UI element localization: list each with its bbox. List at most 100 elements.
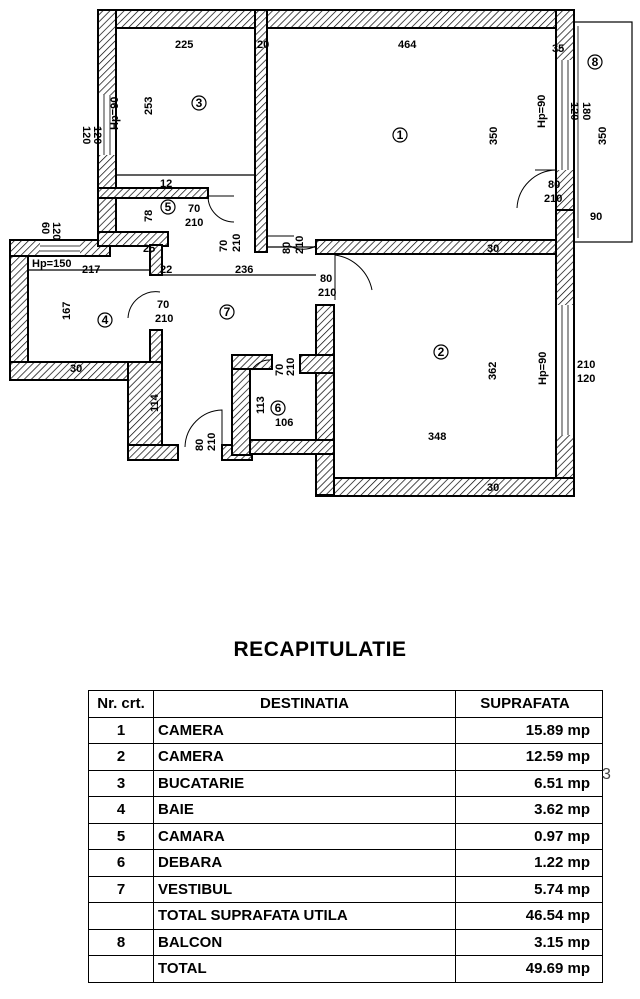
hp-90-room2: Hp=90 (537, 352, 549, 385)
row-destinatia: TOTAL SUPRAFATA UTILA (153, 902, 456, 930)
dim-210-room1: 210 (544, 193, 562, 205)
row-destinatia: BAIE (153, 796, 456, 824)
wall-debara-bottom (249, 439, 335, 455)
dim-180: 180 (580, 102, 592, 120)
dim-167: 167 (61, 302, 73, 320)
table-row: 1 CAMERA 15.89 mp (88, 716, 603, 744)
room-marker-4: 4 (97, 312, 113, 328)
table-row: 7 VESTIBUL 5.74 mp (88, 875, 603, 903)
dim-35: 35 (552, 43, 564, 55)
row-destinatia: TOTAL (153, 955, 456, 983)
room-marker-3: 3 (191, 95, 207, 111)
table-row: 2 CAMERA 12.59 mp (88, 743, 603, 771)
row-nr: 1 (88, 716, 154, 744)
dim-60: 60 (39, 222, 51, 234)
row-destinatia: BUCATARIE (153, 769, 456, 797)
row-nr: 7 (88, 875, 154, 903)
dim-30-bottom: 30 (487, 482, 499, 494)
dim-25: 25 (143, 243, 155, 255)
row-suprafata: 46.54 mp (455, 902, 603, 930)
svg-text:3: 3 (196, 96, 203, 110)
dim-210-camara: 210 (185, 217, 203, 229)
dim-80-room1-door: 80 (281, 242, 293, 254)
dim-12: 12 (160, 178, 172, 190)
svg-text:6: 6 (275, 401, 282, 415)
wall-corridor-bottom-left (127, 444, 179, 461)
row-suprafata: 0.97 mp (455, 822, 603, 850)
wall-debara-top-right (299, 354, 335, 374)
room-marker-1: 1 (392, 127, 408, 143)
row-suprafata: 3.62 mp (455, 796, 603, 824)
svg-text:2: 2 (438, 345, 445, 359)
dim-80-room2-door: 80 (320, 273, 332, 285)
room-marker-6: 6 (270, 400, 286, 416)
wall-bath-bottom (9, 361, 129, 381)
dim-210-kitchen-door: 210 (231, 234, 243, 252)
table-row: 6 DEBARA 1.22 mp (88, 849, 603, 877)
dim-362: 362 (487, 362, 499, 380)
dim-114: 114 (149, 393, 161, 412)
windows (40, 60, 573, 435)
dim-30-bath: 30 (70, 363, 82, 375)
dim-225: 225 (175, 39, 193, 51)
table-row: 5 CAMARA 0.97 mp (88, 822, 603, 850)
row-nr: 2 (88, 743, 154, 771)
dim-210-room1-door: 210 (294, 236, 306, 254)
dim-210-bath: 210 (155, 313, 173, 325)
dim-210-room2-window: 210 (577, 359, 595, 371)
svg-text:4: 4 (102, 313, 109, 327)
dim-210-entry: 210 (206, 433, 218, 451)
row-suprafata: 6.51 mp (455, 769, 603, 797)
row-destinatia: VESTIBUL (153, 875, 456, 903)
svg-text:1: 1 (397, 128, 404, 142)
dim-253: 253 (143, 97, 155, 115)
dim-464: 464 (398, 39, 417, 51)
row-nr: 5 (88, 822, 154, 850)
header-nr: Nr. crt. (88, 690, 154, 718)
dim-120-a: 120 (91, 126, 103, 144)
wall-room2-left (315, 304, 335, 496)
row-nr (88, 902, 154, 930)
wall-top (97, 9, 575, 29)
dim-120-b: 120 (80, 126, 92, 144)
row-suprafata: 15.89 mp (455, 716, 603, 744)
dimension-labels: 225 20 464 35 120 120 Hp=90 253 350 Hp=9… (32, 39, 609, 494)
dim-70-debara: 70 (274, 364, 286, 376)
row-destinatia: CAMARA (153, 822, 456, 850)
row-nr: 8 (88, 928, 154, 956)
room-marker-8: 8 (587, 54, 603, 70)
summary-table: Nr. crt. DESTINATIA SUPRAFATA 1 CAMERA 1… (88, 690, 603, 983)
table-row: 4 BAIE 3.62 mp (88, 796, 603, 824)
floor-plan: 225 20 464 35 120 120 Hp=90 253 350 Hp=9… (9, 9, 633, 497)
dim-113: 113 (255, 396, 267, 414)
room-markers: 1 2 3 4 5 6 7 8 (97, 54, 603, 416)
table-row: 3 BUCATARIE 6.51 mp (88, 769, 603, 797)
dim-78: 78 (143, 210, 155, 222)
wall-room1-room2 (315, 239, 575, 255)
dim-236: 236 (235, 264, 253, 276)
hp-90-kitchen: Hp=90 (109, 97, 121, 130)
dim-120-room2-window: 120 (577, 373, 595, 385)
svg-text:5: 5 (165, 200, 172, 214)
row-nr: 3 (88, 769, 154, 797)
svg-text:7: 7 (224, 305, 231, 319)
balcony (573, 21, 633, 243)
room-marker-2: 2 (433, 344, 449, 360)
dim-217: 217 (82, 264, 100, 276)
dim-22: 22 (160, 264, 172, 276)
room-marker-7: 7 (219, 304, 235, 320)
dim-350-balcony: 350 (597, 127, 609, 145)
dim-20: 20 (257, 39, 269, 51)
row-destinatia: BALCON (153, 928, 456, 956)
hp-150: Hp=150 (32, 258, 71, 270)
hp-90-room1: Hp=90 (536, 95, 548, 128)
room-marker-5: 5 (160, 199, 176, 215)
wall-camara-top (97, 187, 209, 199)
dim-80-entry: 80 (194, 439, 206, 451)
header-suprafata: SUPRAFATA (455, 690, 603, 718)
wall-kitchen-room1 (254, 9, 268, 253)
dim-70-bath: 70 (157, 299, 169, 311)
doors (127, 169, 557, 448)
wall-corridor-left (127, 361, 163, 461)
dim-70-kitchen-door: 70 (218, 240, 230, 252)
